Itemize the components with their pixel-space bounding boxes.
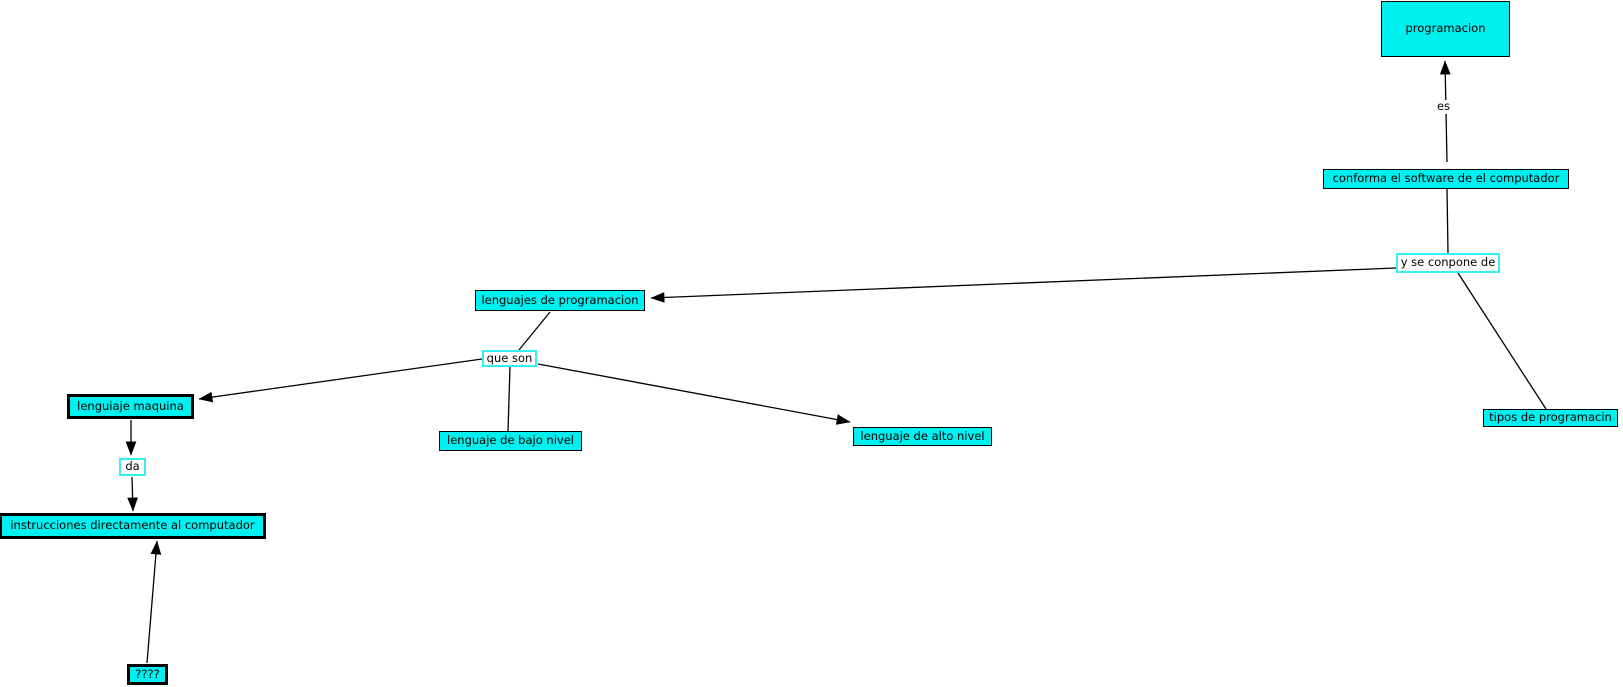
node-que-son[interactable]: que son	[482, 350, 537, 367]
edge-queson-to-bajonivel	[507, 366, 511, 432]
edge-unknown-to-instrucciones	[146, 540, 162, 664]
node-da[interactable]: da	[119, 458, 146, 476]
edge-ysecompone-to-conforma	[1446, 187, 1449, 254]
node-y-se-conpone-de[interactable]: y se conpone de	[1396, 253, 1500, 273]
edge-da-to-instrucciones	[127, 476, 138, 512]
edge-ysecompone-to-lenguajes	[650, 267, 1397, 303]
node-lenguaje-alto-nivel[interactable]: lenguaje de alto nivel	[853, 427, 992, 446]
node-tipos-de-programacin[interactable]: tipos de programacin	[1483, 409, 1618, 427]
edge-queson-to-altonivel	[537, 363, 851, 425]
node-question-marks[interactable]: ????	[127, 664, 168, 685]
node-instrucciones-directamente[interactable]: instrucciones directamente al computador	[0, 513, 266, 539]
node-lenguiaje-maquina[interactable]: lenguiaje maquina	[67, 394, 194, 419]
edge-ysecompone-to-tipos	[1457, 272, 1547, 410]
node-conforma-el-software[interactable]: conforma el software de el computador	[1323, 169, 1569, 189]
node-lenguajes-de-programacion[interactable]: lenguajes de programacion	[475, 290, 645, 311]
edge-lenguajes-to-queson	[518, 311, 551, 351]
edge-queson-to-maquina	[198, 358, 483, 403]
node-lenguaje-bajo-nivel[interactable]: lenguaje de bajo nivel	[439, 431, 582, 451]
edge-label-es[interactable]: es	[1434, 100, 1454, 114]
node-programacion[interactable]: programacion	[1381, 1, 1510, 57]
